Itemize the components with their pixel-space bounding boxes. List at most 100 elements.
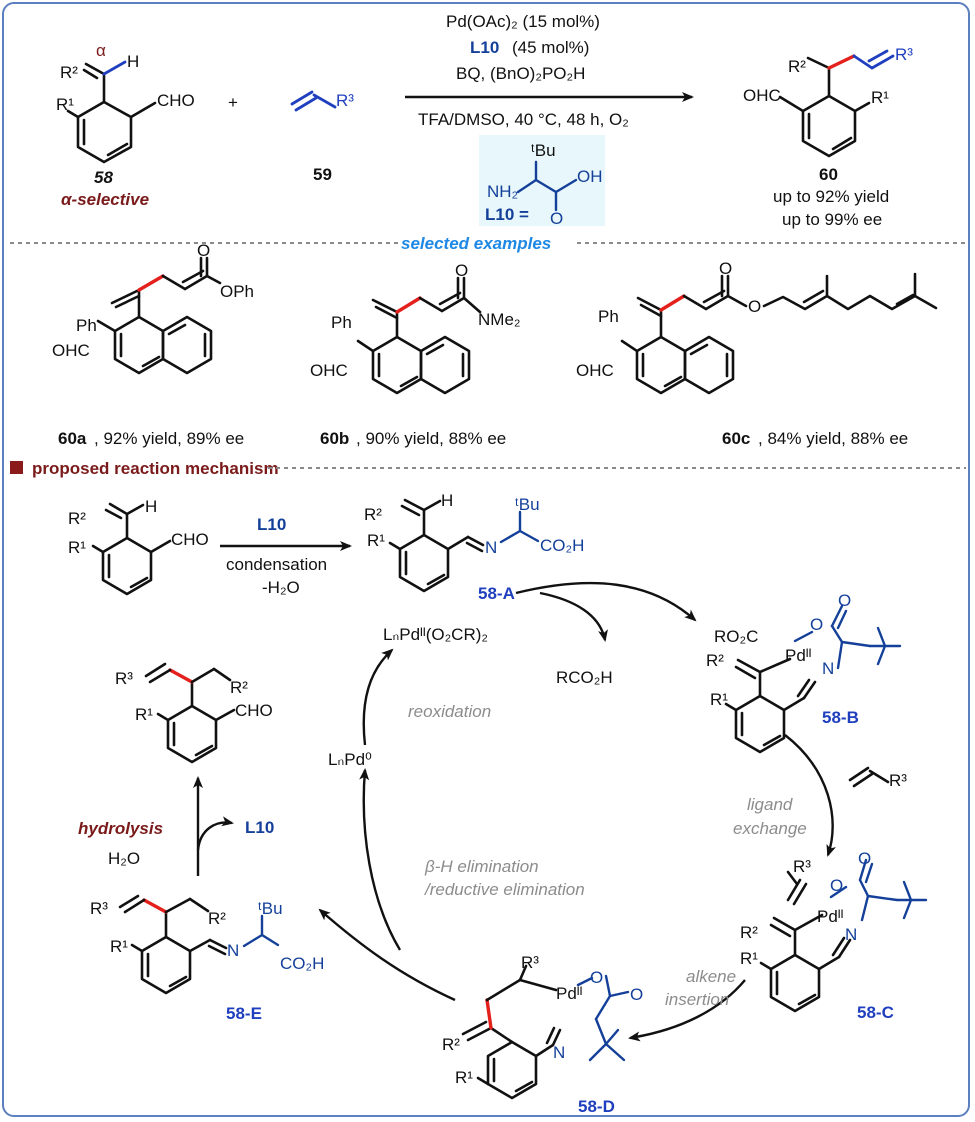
- example-60a-ohc: OHC: [52, 341, 90, 360]
- product-ohc: OHC: [743, 86, 781, 105]
- 58a-label: 58-A: [478, 584, 515, 603]
- compound-60-label: 60: [819, 165, 838, 184]
- 58c-pd: Pdᴵᴵ: [817, 907, 843, 926]
- l10-nh2: NH₂: [487, 182, 518, 201]
- 58c-r1: R¹: [740, 949, 758, 968]
- 58b-n: N: [822, 659, 834, 678]
- mech-substrate: H R² R¹ CHO: [68, 497, 209, 596]
- plus-sign: +: [228, 93, 238, 112]
- mech-substrate-r2: R²: [68, 509, 86, 528]
- 58d-r1: R¹: [455, 1068, 473, 1087]
- 58e-r3: R³: [90, 899, 108, 918]
- product-r1: R¹: [871, 88, 889, 107]
- ligand-l10-box: ᵗBu NH₂ OH O L10 =: [479, 135, 605, 228]
- 58d-o-ring: O: [590, 968, 603, 987]
- example-60b-ohc: OHC: [310, 361, 348, 380]
- example-60c-o: O: [719, 259, 732, 278]
- pd0-species: LₙPd⁰: [328, 750, 372, 769]
- example-60a-o: O: [197, 241, 210, 260]
- 58c-n: N: [845, 925, 857, 944]
- example-60b-o: O: [455, 261, 468, 280]
- l10-label: L10 =: [485, 205, 529, 224]
- selected-examples-header: selected examples: [401, 234, 551, 253]
- condition-ligand-loading: (45 mol%): [512, 38, 589, 57]
- alkene-r3: R³: [336, 91, 354, 110]
- example-60c-ohc: OHC: [576, 361, 614, 380]
- condition-ligand: L10: [470, 38, 499, 57]
- example-60c-id: 60c: [722, 429, 750, 448]
- step-ligand-exchange-2: exchange: [733, 819, 807, 838]
- example-60b-id: 60b: [320, 429, 349, 448]
- 58c-o-ring: O: [830, 876, 843, 895]
- step-elimination-1: β-H elimination: [424, 857, 539, 876]
- example-60a-ph: Ph: [76, 316, 97, 335]
- hydrolysis-label: hydrolysis: [78, 819, 163, 838]
- 58b-pd: Pdᴵᴵ: [785, 646, 811, 665]
- 58b-o-ring: O: [810, 615, 823, 634]
- condition-solvent: TFA/DMSO, 40 °C, 48 h, O₂: [418, 110, 629, 129]
- mech-substrate-cho: CHO: [171, 530, 209, 549]
- alkene-59: R³ 59: [290, 90, 354, 184]
- h-label: H: [127, 52, 139, 71]
- r1-label: R¹: [56, 95, 74, 114]
- 58a-tbu: ᵗBu: [515, 495, 540, 514]
- mech-product-r1: R¹: [135, 705, 153, 724]
- condensation-step: L10 condensation -H₂O: [220, 515, 352, 597]
- incoming-alkene-r3: R³: [889, 771, 907, 790]
- intermediate-58-A: H R² R¹ N ᵗBu CO₂H 58-A: [364, 491, 584, 603]
- product-yield: up to 92% yield: [773, 187, 889, 206]
- mechanism-bullet: [10, 461, 23, 474]
- example-60b-result: , 90% yield, 88% ee: [356, 429, 506, 448]
- mech-product: R³ R² R¹ CHO: [115, 662, 273, 764]
- example-60b-ph: Ph: [331, 313, 352, 332]
- example-60c: Ph OHC O O 60c , 84% yield, 88% ee: [576, 259, 938, 448]
- condensation-label: condensation: [226, 555, 327, 574]
- 58c-label: 58-C: [857, 1003, 894, 1022]
- product-ee: up to 99% ee: [782, 210, 882, 229]
- mech-product-r2: R²: [230, 678, 248, 697]
- 58b-label: 58-B: [822, 708, 859, 727]
- example-60b: Ph OHC O NMe₂ 60b , 90% yield, 88% ee: [310, 261, 521, 448]
- 58e-co2h: CO₂H: [280, 954, 324, 973]
- incoming-alkene: R³: [848, 766, 907, 790]
- example-60a-oph: OPh: [220, 282, 254, 301]
- 58b-o-carbonyl: O: [838, 591, 851, 610]
- 58a-r2: R²: [364, 505, 382, 524]
- alpha-selective-label: α-selective: [61, 190, 149, 209]
- intermediate-58-C: R³ O O Pdᴵᴵ N R² R¹ 58-C: [740, 849, 928, 1022]
- example-60a-result: , 92% yield, 89% ee: [94, 429, 244, 448]
- step-elimination-2: /reductive elimination: [424, 880, 585, 899]
- step-reoxidation: reoxidation: [408, 702, 491, 721]
- conditions: Pd(OAc)₂ (15 mol%) L10 (45 mol%) BQ, (Bn…: [405, 12, 694, 129]
- intermediate-58-E: R³ R² R¹ N ᵗBu CO₂H 58-E: [90, 894, 324, 1023]
- product-r2: R²: [788, 57, 806, 76]
- rco2h-byproduct: RCO₂H: [556, 668, 613, 687]
- mech-product-cho: CHO: [235, 701, 273, 720]
- 58d-n: N: [553, 1043, 565, 1062]
- l10-oh: OH: [577, 167, 603, 186]
- catalytic-cycle: [193, 581, 836, 1042]
- compound-59-label: 59: [313, 165, 332, 184]
- hydrolysis-water: H₂O: [108, 849, 140, 868]
- 58c-o-carbonyl: O: [858, 849, 871, 868]
- mech-substrate-r1: R¹: [68, 538, 86, 557]
- 58d-r2: R²: [442, 1035, 460, 1054]
- 58a-r1: R¹: [367, 531, 385, 550]
- 58c-r3: R³: [793, 857, 811, 876]
- substrate-58: α H R² R¹ CHO 58 α-selective: [56, 41, 195, 209]
- 58d-pd: Pdᴵᴵ: [556, 984, 582, 1003]
- 58e-n: N: [227, 941, 239, 960]
- 58d-o-carbonyl: O: [630, 985, 643, 1004]
- condensation-water: -H₂O: [262, 578, 300, 597]
- step-ligand-exchange-1: ligand: [747, 795, 793, 814]
- mechanism-header: proposed reaction mechanism: [32, 459, 279, 478]
- intermediate-58-B: O O RO₂C Pdᴵᴵ N R² R¹ 58-B: [706, 591, 902, 754]
- l10-o: O: [550, 209, 563, 228]
- 58e-label: 58-E: [226, 1004, 262, 1023]
- r2-label: R²: [60, 63, 78, 82]
- 58b-r1: R¹: [710, 690, 728, 709]
- example-60c-result: , 84% yield, 88% ee: [758, 429, 908, 448]
- example-60c-ph: Ph: [598, 307, 619, 326]
